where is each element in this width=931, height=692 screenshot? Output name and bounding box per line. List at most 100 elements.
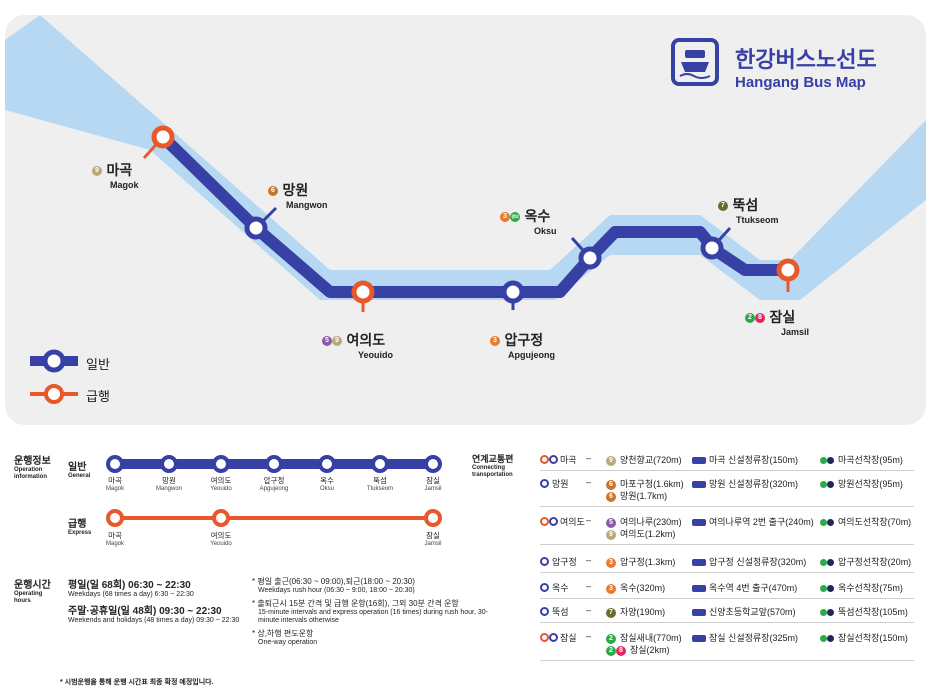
weekend-ko: 주말·공휴일(일 48회) 09:30 ~ 22:30 xyxy=(68,606,222,617)
note3-en: One-way operation xyxy=(258,639,318,646)
map-label-magok[interactable]: 9 마곡 Magok xyxy=(92,160,139,190)
subway-connection: 3 압구정(1.3km) xyxy=(606,555,675,568)
stop-name-en: Magok xyxy=(105,486,124,492)
subway-connection: 6 망원(1.7km) xyxy=(606,489,667,502)
separator: – xyxy=(586,453,592,463)
connect-station: 망원 xyxy=(540,477,569,490)
subway-line-badge: 7 xyxy=(606,607,616,618)
bus-connection: 여의나루역 2번 출구(240m) xyxy=(692,515,814,528)
connect-station-name: 마곡 xyxy=(560,455,577,465)
ferry-dock-text: 압구정선착장(20m) xyxy=(838,557,912,567)
line-badge: 7 xyxy=(718,200,728,211)
connect-station: 뚝섬 xyxy=(540,605,569,618)
hours-title-ko: 운행시간 xyxy=(14,580,51,591)
stop-name-en: Mangwon xyxy=(155,486,182,492)
hours-title-en: Operating hours xyxy=(14,591,43,604)
ferry-dock-icon xyxy=(820,634,834,644)
hours-weekday: 평일(일 68회) 06:30 ~ 22:30 Weekdays (68 tim… xyxy=(68,576,194,599)
ferry-dock-icon xyxy=(820,584,834,594)
line-badge: 6 xyxy=(268,185,278,196)
subway-station-text: 압구정(1.3km) xyxy=(620,557,676,567)
ferry-connection: 옥수선착장(75m) xyxy=(820,581,903,594)
bus-stop-text: 여의나루역 2번 출구(240m) xyxy=(709,517,814,527)
connect-station: 마곡 xyxy=(540,453,577,466)
station-name-en: Magok xyxy=(110,180,139,190)
subway-station-text: 잠실(2km) xyxy=(630,645,670,655)
station-ttukseom-marker xyxy=(700,236,724,260)
subway-connection: 5 여의나루(230m) xyxy=(606,515,682,528)
stop-name-ko: 마곡 xyxy=(108,531,122,540)
separator: – xyxy=(586,515,592,525)
subway-line-badge: 5 xyxy=(606,517,616,528)
general-marker-icon xyxy=(540,479,549,490)
general-marker-icon xyxy=(540,607,549,618)
general-en: General xyxy=(68,473,91,479)
subway-line-badge: 9 xyxy=(606,455,616,466)
bus-stop-text: 압구정 신설정류장(320m) xyxy=(709,557,807,567)
operation-title-en: Operation information xyxy=(14,467,47,480)
stop-name-ko: 뚝섬 xyxy=(373,476,387,485)
map-title-ko: 한강버스노선도 xyxy=(735,47,877,72)
bus-connection: 망원 신설정류장(320m) xyxy=(692,477,798,490)
stop-name-ko: 잠실 xyxy=(426,476,440,485)
bus-icon xyxy=(692,457,706,465)
ferry-dock-text: 여의도선착장(70m) xyxy=(838,517,912,527)
map-label-ttukseom[interactable]: 7 뚝섬 Ttukseom xyxy=(718,195,779,225)
line-badge: 8 xyxy=(755,312,765,323)
line-badge: 2 xyxy=(745,312,755,323)
subway-station-text: 양천향교(720m) xyxy=(620,455,682,465)
stop-name-ko: 여의도 xyxy=(210,531,232,540)
subway-line-badge: 3 xyxy=(606,557,616,568)
station-yeouido-marker xyxy=(351,280,375,304)
ferry-dock-icon xyxy=(820,456,834,466)
weekend-en: Weekends and holidays (48 times a day) 0… xyxy=(68,617,240,624)
station-mangwon-marker xyxy=(244,216,268,240)
stop-name-ko: 마곡 xyxy=(108,476,122,485)
express-ko: 급행 xyxy=(68,519,87,530)
connect-station-name: 압구정 xyxy=(552,557,577,567)
line-badge: 경의 xyxy=(510,211,520,222)
connect-station: 옥수 xyxy=(540,581,569,594)
subway-station-text: 여의나루(230m) xyxy=(620,517,682,527)
station-name-en: Mangwon xyxy=(286,200,328,210)
note3-ko: * 상,하행 편도운항 xyxy=(252,629,314,638)
map-label-apgujeong[interactable]: 3 압구정 Apgujeong xyxy=(490,330,555,360)
operation-title-ko: 운행정보 xyxy=(14,456,51,467)
station-magok-marker xyxy=(151,125,175,149)
connect-station-name: 망원 xyxy=(552,479,569,489)
map-background xyxy=(5,15,926,425)
station-name-ko: 잠실 xyxy=(769,309,796,325)
subway-line-badge: 6 xyxy=(606,491,616,502)
connect-station: 여의도 xyxy=(540,515,585,528)
subway-station-text: 망원(1.7km) xyxy=(620,491,668,501)
stop-name-ko: 여의도 xyxy=(210,476,232,485)
station-jamsil-marker xyxy=(776,258,800,282)
station-name-ko: 압구정 xyxy=(504,332,544,348)
subway-connection: 9 양천향교(720m) xyxy=(606,453,682,466)
subway-line-badge: 8 xyxy=(616,645,626,656)
line-badge: 3 xyxy=(490,335,500,346)
route-map xyxy=(5,15,926,425)
express-stop-yeouido xyxy=(212,509,230,527)
map-label-mangwon[interactable]: 6 망원 Mangwon xyxy=(268,180,328,210)
station-apgujeong-marker xyxy=(501,280,525,304)
subway-station-text: 마포구청(1.6km) xyxy=(620,479,684,489)
separator: – xyxy=(586,605,592,615)
